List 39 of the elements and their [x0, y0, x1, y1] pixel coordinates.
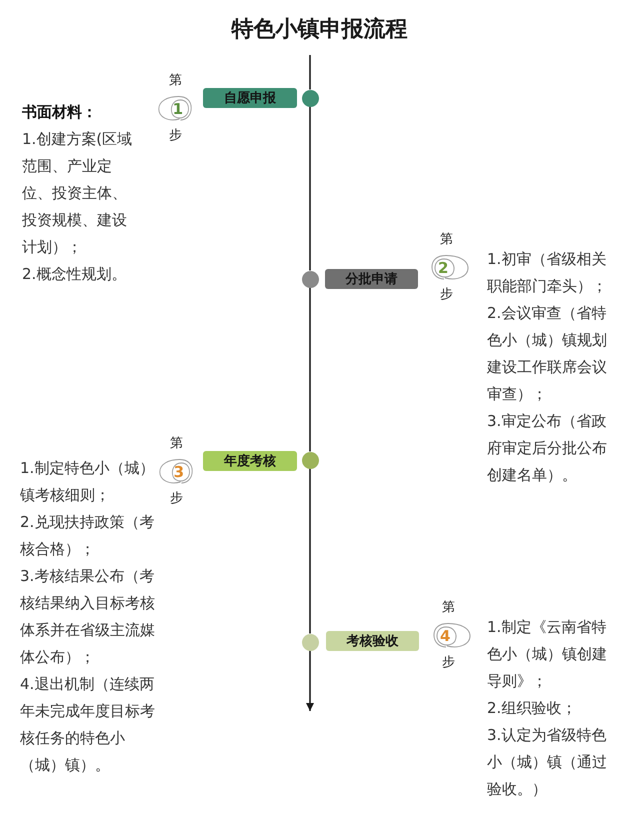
- step-word: 步: [440, 287, 453, 303]
- timeline-arrow: [306, 650, 314, 711]
- step-label: 自愿申报: [203, 88, 297, 108]
- step-word: 第: [440, 232, 453, 248]
- timeline-dot: [302, 90, 318, 106]
- list-item-text: 3.考核结果公布（考核结果纳入目标考核体系并在省级主流媒体公布）；: [20, 566, 156, 668]
- step-word: 步: [442, 655, 455, 671]
- step-label: 年度考核: [203, 451, 297, 471]
- list-item-text: 1.制定《云南省特色小（城）镇创建导则》；: [487, 617, 608, 692]
- list-item-text: 2.兑现扶持政策（考核合格）；: [20, 512, 156, 560]
- timeline-line: [309, 106, 311, 270]
- step-number-badge: 4: [432, 622, 472, 650]
- step-word: 步: [170, 491, 183, 507]
- timeline-dot: [302, 270, 318, 288]
- step-number-badge: 2: [430, 254, 470, 282]
- list-item-text: 2.组织验收；: [487, 698, 576, 719]
- step-word: 第: [169, 73, 182, 89]
- step-word: 第: [442, 600, 455, 616]
- list-item-text: 3.认定为省级特色小（城）镇（通过验收。）: [487, 725, 608, 800]
- list-item-text: 4.退出机制（连续两年未完成年度目标考核任务的特色小（城）镇）。: [20, 674, 156, 776]
- timeline-line: [309, 288, 311, 452]
- list-item-text: 2.会议审查（省特色小（城）镇规划建设工作联席会议审查）；: [487, 303, 608, 405]
- step-number-badge: 3: [158, 458, 194, 486]
- list-item-text: 3.审定公布（省政府审定后分批公布创建名单）。: [487, 411, 608, 486]
- timeline-line: [309, 468, 311, 634]
- step-label: 考核验收: [326, 631, 419, 651]
- timeline-dot: [302, 634, 318, 650]
- step-label: 分批申请: [325, 269, 418, 289]
- list-item-text: 2.概念性规划。: [22, 264, 126, 285]
- list-item-text: 1.初审（省级相关职能部门牵头）；: [487, 249, 608, 297]
- title: 特色小镇申报流程: [230, 16, 408, 44]
- timeline-dot: [302, 452, 318, 468]
- timeline-line: [309, 55, 311, 90]
- step-number-badge: 1: [157, 95, 193, 123]
- step-word: 步: [169, 128, 182, 144]
- list-item-text: 1.制定特色小（城）镇考核细则；: [20, 458, 156, 506]
- step-word: 第: [170, 436, 183, 452]
- heading-text: 书面材料：: [22, 102, 97, 123]
- list-item-text: 1.创建方案(区域范围、产业定位、投资主体、投资规模、建设计划）；: [22, 129, 134, 258]
